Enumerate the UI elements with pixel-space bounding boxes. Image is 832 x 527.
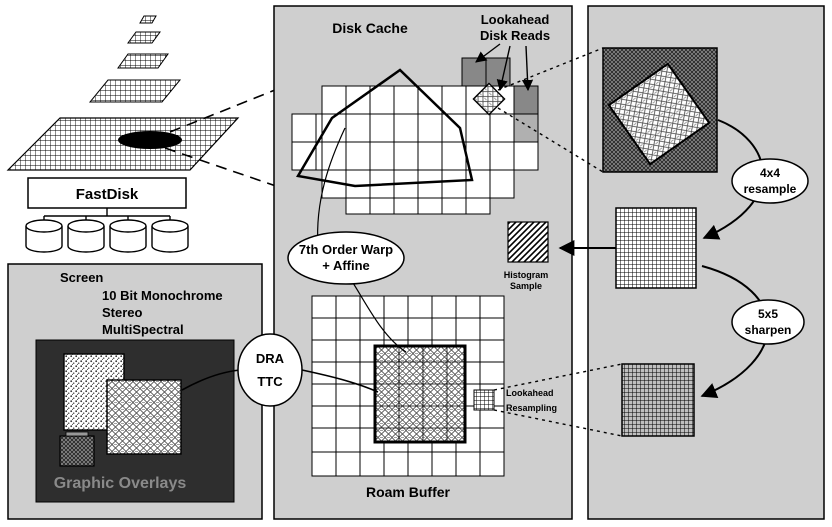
graphic-overlays-label: Graphic Overlays [54, 475, 187, 492]
fastdisk-label: FastDisk [76, 186, 139, 203]
lookahead-resampling-label-2: Resampling [506, 403, 557, 413]
right-panel [587, 5, 825, 520]
dra-ttc-node: DRA TTC [237, 333, 303, 407]
lookahead-resampling-label-1: Lookahead [506, 388, 554, 398]
pyramid-level-3 [117, 53, 169, 69]
disk-icon [109, 219, 147, 253]
multispectral-label: MultiSpectral [102, 322, 184, 337]
dashed-projection-lines [164, 67, 347, 211]
disk-drives [25, 219, 189, 253]
warp-label-1: 7th Order Warp [299, 242, 393, 257]
warp-node: 7th Order Warp + Affine [287, 231, 405, 285]
pyramid-view-region [118, 131, 182, 149]
screen-panel: Screen 10 Bit Monochrome Stereo MultiSpe… [7, 263, 263, 520]
sharpened-tile [621, 363, 695, 437]
disk-icon [25, 219, 63, 253]
sharpen-node: 5x5 sharpen [731, 299, 805, 345]
warp-footprint [296, 68, 474, 188]
histogram-label-1: Histogram [504, 270, 549, 280]
lookahead-arrows [475, 43, 534, 92]
resample-node: 4x4 resample [731, 158, 809, 204]
screen-label: Screen [60, 270, 103, 285]
dra-label: DRA [256, 351, 285, 366]
overlay-window-diamond [106, 379, 182, 455]
dotted-zoom-lines [493, 47, 623, 437]
disk-icon [151, 219, 189, 253]
ttc-label: TTC [257, 374, 283, 389]
stereo-label: Stereo [102, 305, 143, 320]
overlay-window-cross [59, 435, 95, 467]
histogram-label-2: Sample [510, 281, 542, 291]
resampled-tile [615, 207, 697, 289]
source-tile-rotated-window [607, 62, 711, 166]
sharpen-label-2: sharpen [745, 323, 792, 337]
roam-buffer-grid [311, 295, 505, 477]
pyramid-level-2 [127, 31, 161, 44]
resample-label-2: resample [744, 182, 797, 196]
lookahead-reads-label-1: Lookahead [481, 12, 550, 27]
sharpen-label-1: 5x5 [758, 307, 778, 321]
histogram-sample-box [507, 221, 549, 263]
middle-panel: Disk Cache Lookahead Disk Reads [273, 5, 573, 520]
disk-icon [67, 219, 105, 253]
resample-label-1: 4x4 [760, 166, 780, 180]
pyramid-level-1 [139, 15, 157, 24]
image-pyramid [6, 15, 240, 171]
fastdisk-box: FastDisk [27, 177, 187, 222]
lookahead-reads-label-2: Disk Reads [480, 28, 550, 43]
mono-label: 10 Bit Monochrome [102, 288, 223, 303]
pyramid-level-4 [88, 79, 182, 103]
warp-label-2: + Affine [322, 258, 370, 273]
disk-cache-label: Disk Cache [332, 20, 408, 36]
roam-buffer-label: Roam Buffer [366, 484, 451, 500]
